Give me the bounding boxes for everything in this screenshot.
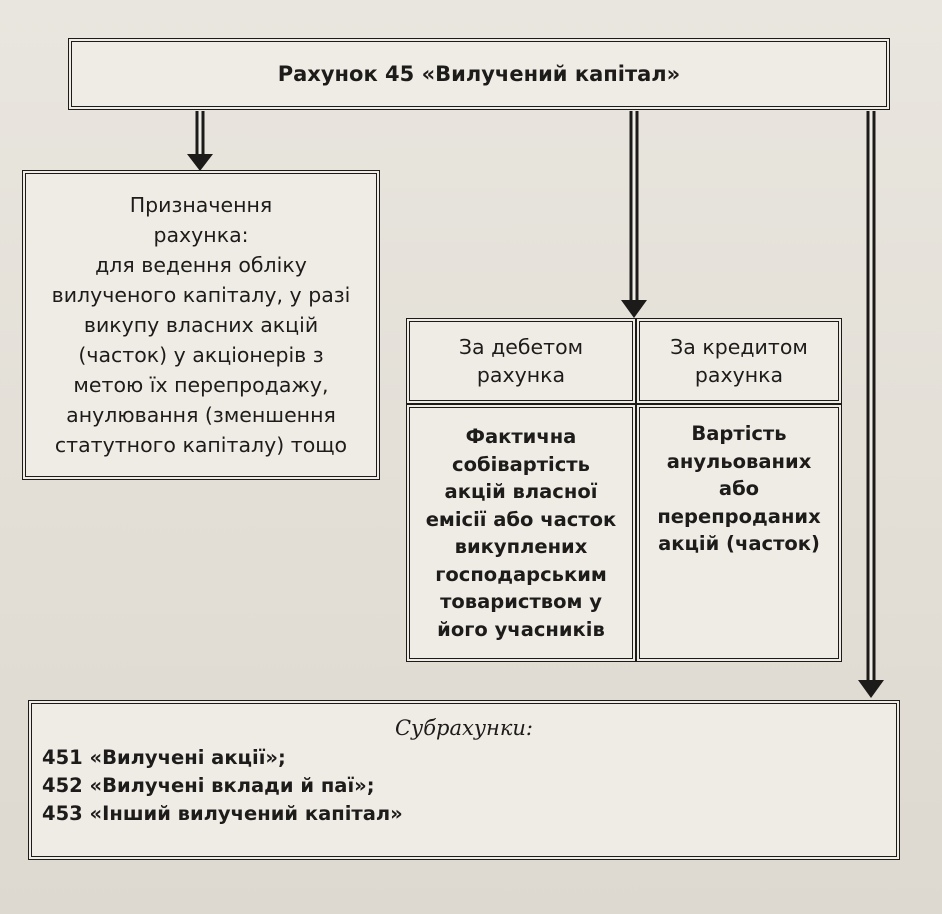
arrow-to-purpose (187, 111, 213, 171)
debit-header-line: рахунка (476, 363, 566, 387)
credit-content-line: анульованих (666, 449, 812, 473)
arrow-to-subaccounts (858, 111, 884, 698)
purpose-line: рахунка: (153, 223, 249, 247)
credit-content-cell: Вартість анульованих або перепроданих ак… (636, 404, 842, 662)
credit-header-line: За кредитом (670, 335, 808, 359)
arrow-to-table (621, 111, 647, 318)
debit-content-line: товариством у (440, 590, 602, 613)
credit-header-line: рахунка (694, 363, 784, 387)
credit-content-line: або (718, 477, 760, 500)
debit-content-line: емісії або часток (425, 507, 617, 531)
subaccount-item: 453 «Інший вилучений капітал» (42, 802, 403, 825)
account-title-box: Рахунок 45 «Вилучений капітал» (68, 38, 890, 110)
credit-header-cell: За кредитом рахунка (636, 318, 842, 404)
purpose-line: (часток) у акціонерів з (78, 343, 324, 367)
debit-content-line: Фактична (465, 425, 577, 448)
purpose-line: викупу власних акцій (83, 313, 319, 337)
account-title: Рахунок 45 «Вилучений капітал» (277, 62, 681, 86)
debit-header-cell: За дебетом рахунка (406, 318, 636, 404)
debit-content-line: собівартість (452, 452, 590, 476)
subaccounts-list: 451 «Вилучені акції»; 452 «Вилучені вкла… (42, 744, 403, 828)
credit-content-line: акцій (часток) (658, 532, 820, 555)
debit-content-line: його учасників (437, 617, 605, 641)
purpose-line: для ведення обліку (95, 253, 307, 277)
purpose-line: анулювання (зменшення (66, 403, 336, 427)
purpose-line: вилученого капіталу, у разі (51, 283, 351, 307)
purpose-line: Призначення (129, 193, 273, 217)
purpose-line: статутного капіталу) тощо (54, 433, 348, 457)
purpose-line: метою їх перепродажу, (73, 373, 329, 397)
credit-content-line: Вартість (691, 422, 787, 445)
debit-header-line: За дебетом (458, 335, 584, 359)
subaccount-item: 452 «Вилучені вклади й паї»; (42, 774, 375, 797)
debit-content-cell: Фактична собівартість акцій власної еміс… (406, 404, 636, 662)
subaccount-item: 451 «Вилучені акції»; (42, 746, 286, 769)
purpose-box: Призначення рахунка: для ведення обліку … (22, 170, 380, 480)
subaccounts-title: Субрахунки: (394, 716, 534, 740)
debit-content-line: господарським (435, 562, 607, 586)
debit-content-line: акцій власної (444, 480, 598, 503)
credit-content-line: перепроданих (657, 504, 821, 528)
subaccounts-box: Субрахунки: 451 «Вилучені акції»; 452 «В… (28, 700, 900, 860)
debit-content-line: викуплених (454, 535, 588, 558)
